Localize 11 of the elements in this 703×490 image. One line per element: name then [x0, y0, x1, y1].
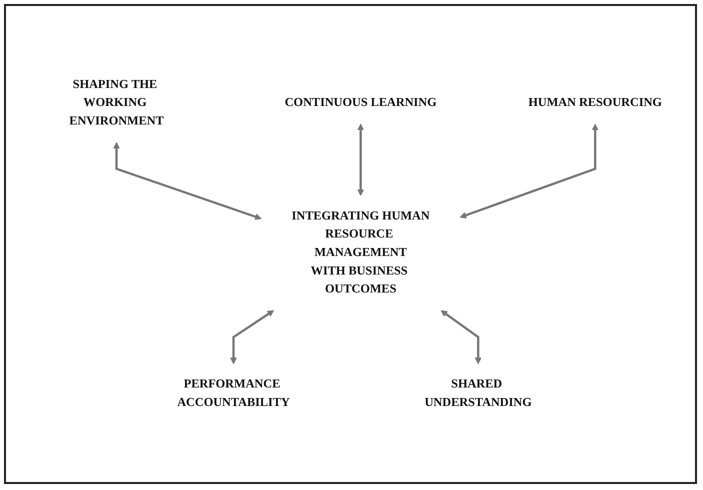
- node-text: INTEGRATING HUMAN RESOURCE MANAGEMENT WITH BUSINESS OUTCOMES: [291, 210, 430, 296]
- node-text: SHARED UNDERSTANDING: [424, 378, 532, 410]
- arrow: [356, 124, 364, 196]
- node-text: CONTINUOUS LEARNING: [284, 96, 436, 110]
- node-text: SHAPING THE WORKING ENVIRONMENT: [68, 78, 164, 128]
- node-text: PERFORMANCE ACCOUNTABILITY: [176, 378, 290, 410]
- arrow: [440, 310, 482, 364]
- arrow: [230, 310, 274, 364]
- arrow: [459, 124, 598, 219]
- arrow: [112, 142, 262, 220]
- node-text: HUMAN RESOURCING: [528, 96, 662, 110]
